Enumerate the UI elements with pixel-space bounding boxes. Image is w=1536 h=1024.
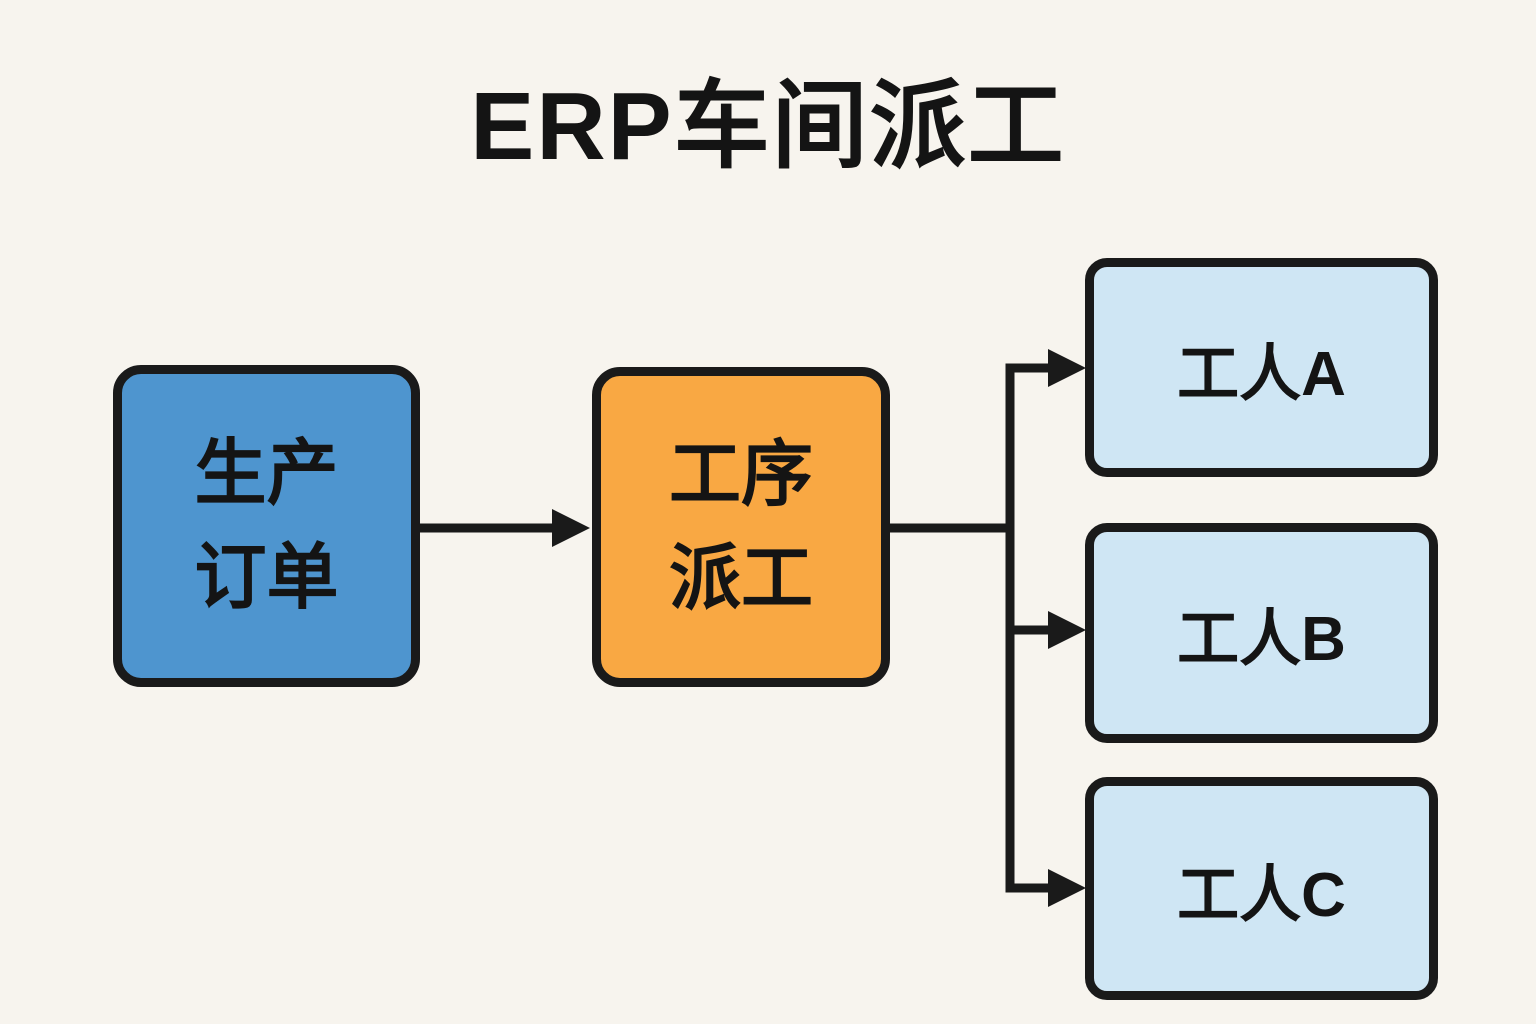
- arrowhead-into-worker-a: [1048, 349, 1086, 387]
- node-process-dispatch-label-line1: 工序: [668, 434, 813, 515]
- node-production-order-label-line1: 生产: [194, 433, 339, 514]
- node-production-order: 生产 订单: [113, 365, 420, 687]
- node-process-dispatch: 工序 派工: [592, 367, 890, 687]
- node-production-order-label-line2: 订单: [194, 538, 339, 618]
- node-worker-a-label: 工人A: [1177, 339, 1346, 409]
- node-worker-a: 工人A: [1085, 258, 1438, 477]
- node-worker-c-label: 工人C: [1177, 860, 1346, 930]
- arrowhead-into-dispatch: [552, 509, 590, 547]
- diagram-title: ERP车间派工: [470, 73, 1066, 180]
- node-worker-b-label: 工人B: [1177, 605, 1346, 674]
- node-worker-c: 工人C: [1085, 777, 1438, 1000]
- edge-dispatch-to-workers: [885, 349, 1086, 907]
- edge-production-to-dispatch: [420, 509, 590, 547]
- arrowhead-into-worker-b: [1048, 611, 1086, 649]
- node-process-dispatch-label-line2: 派工: [668, 539, 813, 619]
- arrowhead-into-worker-c: [1048, 869, 1086, 907]
- node-worker-b: 工人B: [1085, 523, 1438, 743]
